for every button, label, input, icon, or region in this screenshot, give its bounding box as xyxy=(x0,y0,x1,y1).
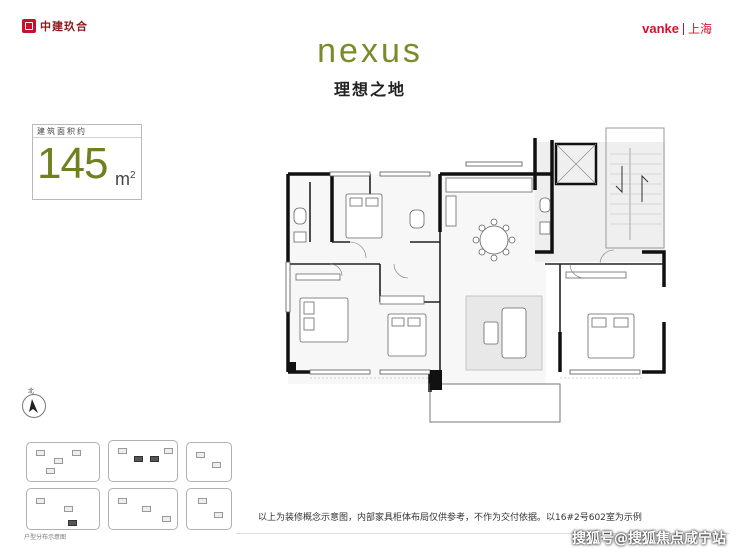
area-unit: m2 xyxy=(115,169,136,190)
compass: 北 xyxy=(20,386,48,426)
area-label: 建筑面积约 xyxy=(37,127,87,136)
project-name: nexus xyxy=(317,32,423,70)
site-block xyxy=(108,440,178,482)
site-building xyxy=(64,506,73,512)
brand-logo-text: vanke xyxy=(642,21,679,36)
windows xyxy=(285,161,641,375)
site-building xyxy=(118,448,127,454)
developer-logo: 中建玖合 xyxy=(22,18,88,34)
site-block xyxy=(186,442,232,482)
site-building xyxy=(72,450,81,456)
site-building xyxy=(150,456,159,462)
brand-logo: vanke 上海 xyxy=(642,20,712,37)
structural-column xyxy=(430,370,442,390)
area-box: 建筑面积约 145 m2 xyxy=(32,124,142,200)
site-building xyxy=(36,450,45,456)
compass-icon xyxy=(22,394,46,418)
area-unit-sup: 2 xyxy=(130,170,136,181)
site-building xyxy=(36,498,45,504)
site-block xyxy=(186,488,232,530)
site-building xyxy=(196,452,205,458)
site-block xyxy=(26,442,100,482)
site-building xyxy=(46,468,55,474)
site-building xyxy=(68,520,77,526)
site-building xyxy=(118,498,127,504)
area-divider xyxy=(33,137,141,138)
developer-logo-text: 中建玖合 xyxy=(40,20,88,33)
site-building xyxy=(214,512,223,518)
site-building xyxy=(162,516,171,522)
floor-plan xyxy=(285,127,666,423)
structural-column xyxy=(288,362,296,372)
brand-divider xyxy=(682,22,684,35)
area-unit-base: m xyxy=(115,169,130,189)
project-slogan: 理想之地 xyxy=(333,80,406,99)
compass-north-label: 北 xyxy=(28,388,35,395)
site-plan xyxy=(24,436,234,532)
brand-city: 上海 xyxy=(687,22,712,36)
area-value: 145 xyxy=(37,139,108,188)
exterior-walls xyxy=(286,138,666,392)
site-block xyxy=(26,488,100,530)
site-building xyxy=(142,506,151,512)
site-building xyxy=(164,448,173,454)
site-building xyxy=(134,456,143,462)
site-building xyxy=(198,498,207,504)
site-plan-caption: 户型分布示意图 xyxy=(24,534,67,541)
doors xyxy=(329,241,615,279)
disclaimer-text: 以上为装修概念示意图，内部家具柜体布局仅供参考，不作为交付依据。以16#2号60… xyxy=(258,513,642,523)
developer-seal-icon xyxy=(22,19,36,33)
balcony xyxy=(429,383,561,423)
stair-core xyxy=(605,127,665,249)
disclaimer-underline xyxy=(236,533,730,534)
elevator xyxy=(554,142,598,186)
site-building xyxy=(212,462,221,468)
watermark: 搜狐号@搜狐焦点咸宁站 xyxy=(572,531,726,547)
furniture xyxy=(293,177,635,371)
site-building xyxy=(54,458,63,464)
floor-plan-core-fill xyxy=(535,142,665,262)
